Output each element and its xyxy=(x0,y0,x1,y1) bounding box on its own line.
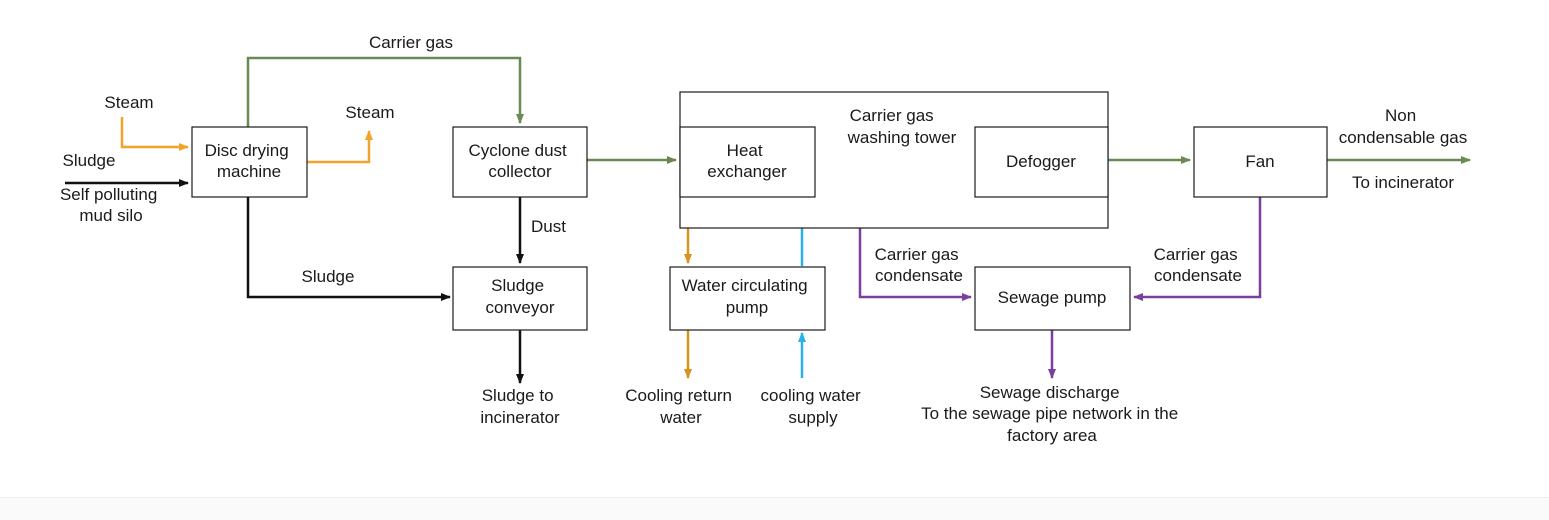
non-condensable-gas-label: Non condensable gas xyxy=(1339,106,1468,147)
fan-box xyxy=(1193,126,1328,198)
disc-drying-machine-label: Disc drying machine xyxy=(205,141,294,181)
cooling-return-water-label: Cooling return water xyxy=(625,386,737,427)
fan-label: Fan xyxy=(1245,152,1274,171)
to-incinerator-label: To incinerator xyxy=(1352,173,1454,192)
water-circulating-pump-label: Water circulating pump xyxy=(682,276,813,317)
steam-in-label: Steam xyxy=(104,93,153,112)
condensate-right-label: Carrier gas condensate xyxy=(1154,245,1243,285)
condensate-line-right xyxy=(1133,197,1262,301)
sludge-conveyor-label: Sludge conveyor xyxy=(486,276,555,317)
sludge-in-label: Sludge xyxy=(63,151,116,170)
sludge-to-incinerator-label: Sludge to incinerator xyxy=(480,386,560,427)
sludge-mid-label: Sludge xyxy=(302,267,355,286)
steam-line-in xyxy=(120,117,189,151)
cyclone-dust-collector-box xyxy=(452,126,588,198)
dust-label: Dust xyxy=(531,217,566,236)
self-polluting-mud-silo-label: Self polluting mud silo xyxy=(60,185,162,225)
defogger-box xyxy=(974,126,1109,198)
cyclone-dust-collector-label: Cyclone dust collector xyxy=(468,141,571,181)
heat-exchanger-box xyxy=(679,126,816,198)
carrier-gas-label: Carrier gas xyxy=(369,33,453,52)
disc-drying-machine-box xyxy=(191,126,308,198)
bottom-band xyxy=(0,497,1549,520)
sewage-pump-label: Sewage pump xyxy=(998,288,1107,307)
sludge-conveyor-box xyxy=(452,266,588,331)
condensate-left-label: Carrier gas condensate xyxy=(875,245,964,285)
heat-exchanger-label: Heat exchanger xyxy=(707,141,787,181)
steam-out-label: Steam xyxy=(345,103,394,122)
steam-line-out xyxy=(307,130,373,164)
sludge-line-dryer-to-conveyor xyxy=(246,197,451,301)
defogger-label: Defogger xyxy=(1006,152,1076,171)
sewage-pump-box xyxy=(974,266,1131,331)
cooling-water-supply-label: cooling water supply xyxy=(761,386,866,427)
water-circulating-pump-box xyxy=(669,266,826,331)
gas-line-carrier-top xyxy=(246,56,524,127)
sewage-discharge-label: Sewage discharge To the sewage pipe netw… xyxy=(921,383,1183,445)
washing-tower-label: Carrier gas washing tower xyxy=(847,106,957,147)
